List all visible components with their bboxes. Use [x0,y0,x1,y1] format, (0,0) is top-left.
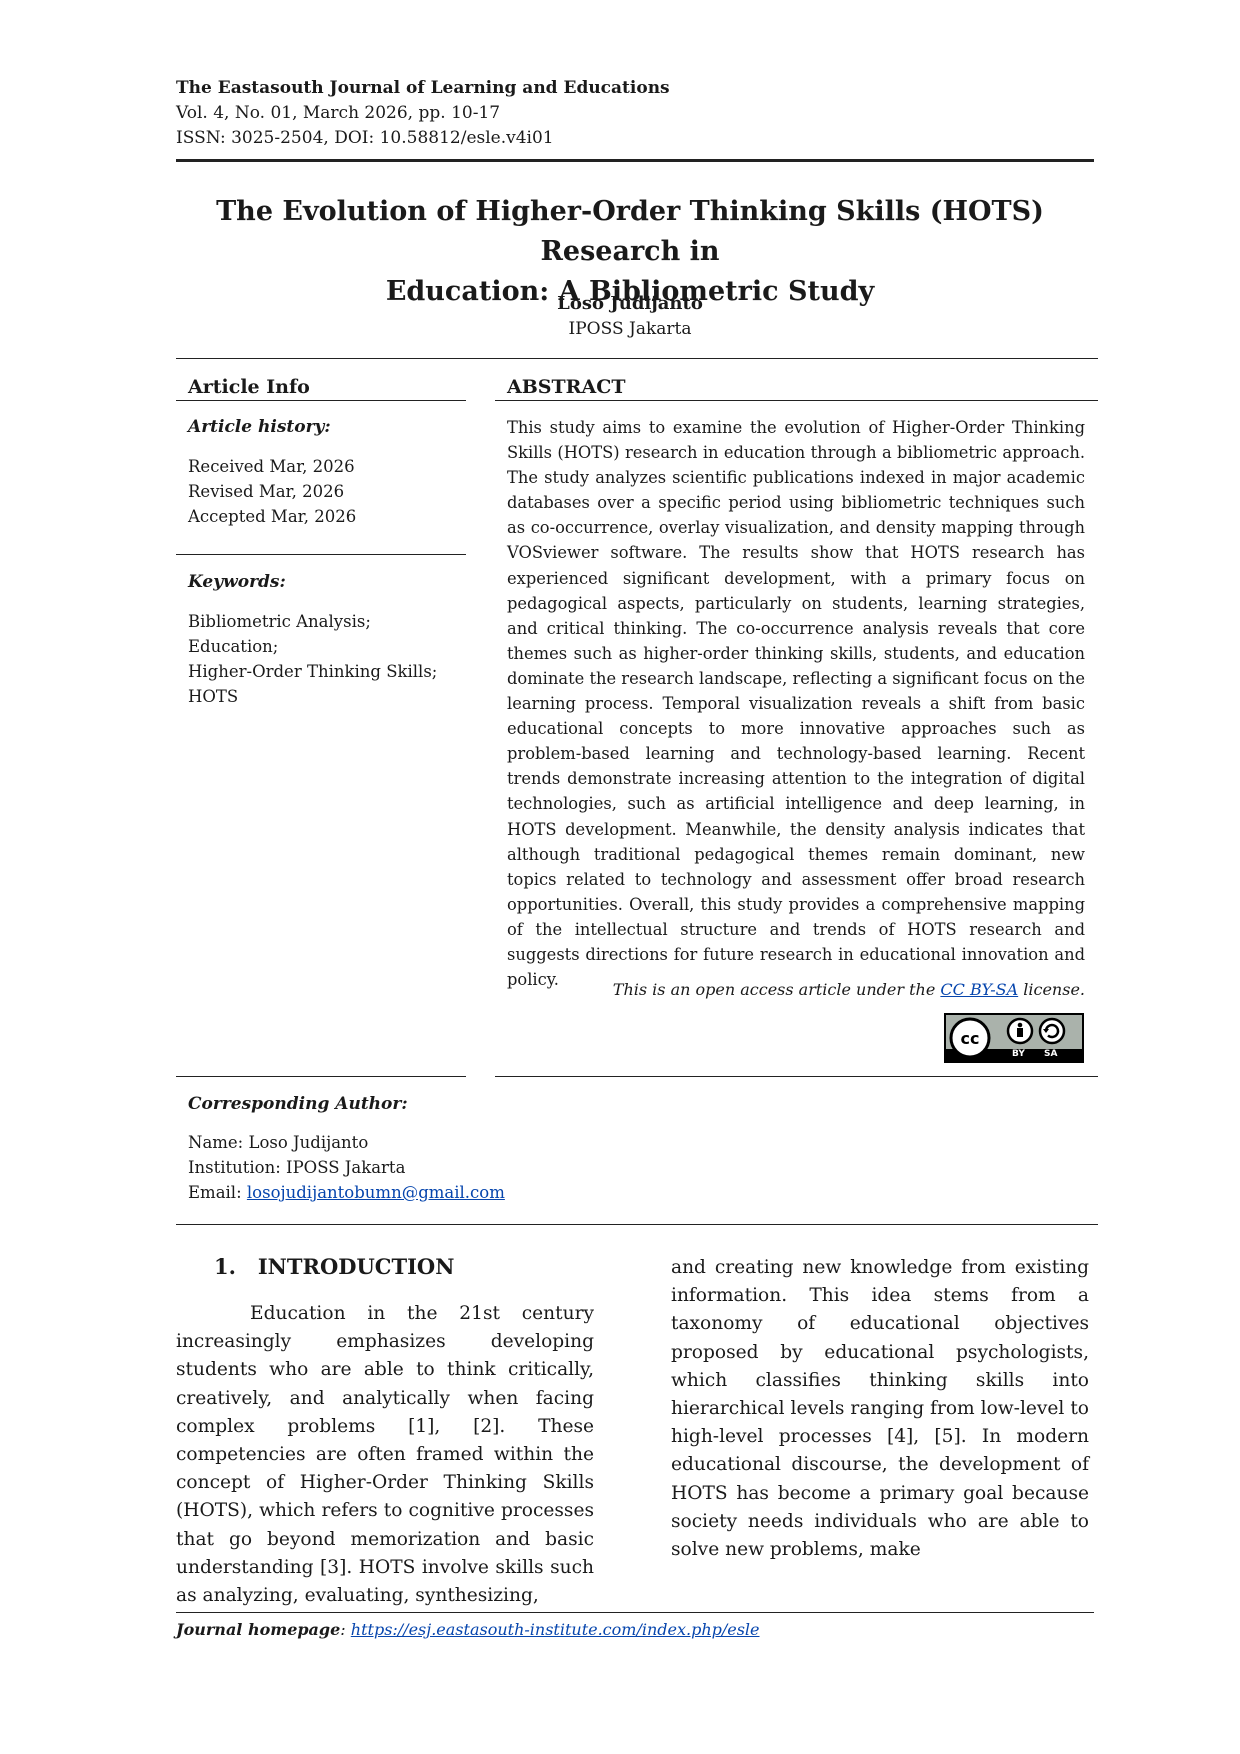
revised-date: Revised Mar, 2026 [188,482,345,501]
author-rule [176,358,1098,359]
badge-sa-label: SA [1044,1049,1058,1059]
cc-icon [949,1017,991,1059]
info-bottom-rule [176,1076,466,1077]
article-info-heading: Article Info [188,376,310,398]
intro-column-2: and creating new knowledge from existing… [671,1257,1089,1561]
corresponding-label: Corresponding Author: [188,1094,408,1114]
cc-by-sa-badge[interactable]: cc BY SA [944,1013,1084,1063]
journal-name: The Eastasouth Journal of Learning and E… [176,78,670,98]
journal-issn: ISSN: 3025-2504, DOI: 10.58812/esle.v4i0… [176,128,554,148]
header-rule [176,159,1094,162]
license-note: This is an open access article under the… [507,980,1085,999]
paper-title: The Evolution of Higher-Order Thinking S… [160,192,1100,312]
license-prefix: This is an open access article under the [612,980,941,999]
footer-rule [176,1612,1094,1613]
svg-text:cc: cc [961,1029,980,1048]
cc-badge-graphic: cc [946,1017,1082,1061]
homepage-link[interactable]: https://esj.eastasouth-institute.com/ind… [350,1620,760,1639]
abstract-heading: ABSTRACT [507,376,626,398]
sa-icon [1038,1017,1066,1045]
journal-volume: Vol. 4, No. 01, March 2026, pp. 10-17 [176,103,501,123]
article-history-label: Article history: [188,417,331,437]
badge-by-label: BY [1012,1049,1025,1059]
title-line-2: Education: A Bibliometric Study [385,276,875,307]
abstract-bottom-rule [495,1076,1098,1077]
corresponding-rule [176,1224,1098,1225]
article-info-rule [176,400,466,401]
abstract-text: This study aims to examine the evolution… [507,418,1085,990]
author-name: Loso Judijanto [557,293,703,314]
author-affiliation: IPOSS Jakarta [568,319,692,339]
keyword-item: Higher-Order Thinking Skills; [188,662,438,681]
email-link[interactable]: losojudijantobumn@gmail.com [246,1183,505,1202]
keyword-item: Bibliometric Analysis; [188,612,371,631]
keyword-item: Education; [188,637,279,656]
license-link[interactable]: CC BY-SA [940,980,1019,999]
title-line-1: The Evolution of Higher-Order Thinking S… [216,196,1044,267]
homepage-label: Journal homepage [176,1620,341,1639]
keywords-label: Keywords: [188,572,286,592]
corresponding-email-line: Email: losojudijantobumn@gmail.com [188,1180,505,1205]
intro-heading: 1. INTRODUCTION [214,1254,455,1279]
license-suffix: license. [1018,980,1085,999]
received-date: Received Mar, 2026 [188,457,355,476]
homepage-colon: : [340,1620,351,1639]
corresponding-institution: Institution: IPOSS Jakarta [188,1158,406,1177]
intro-column-1: Education in the 21st century increasing… [176,1303,594,1607]
corresponding-name: Name: Loso Judijanto [188,1133,369,1152]
keyword-item: HOTS [188,687,239,706]
history-rule [176,554,466,555]
journal-homepage: Journal homepage: https://esj.eastasouth… [176,1620,760,1639]
email-label: Email: [188,1183,247,1202]
accepted-date: Accepted Mar, 2026 [188,507,357,526]
abstract-rule [495,400,1098,401]
